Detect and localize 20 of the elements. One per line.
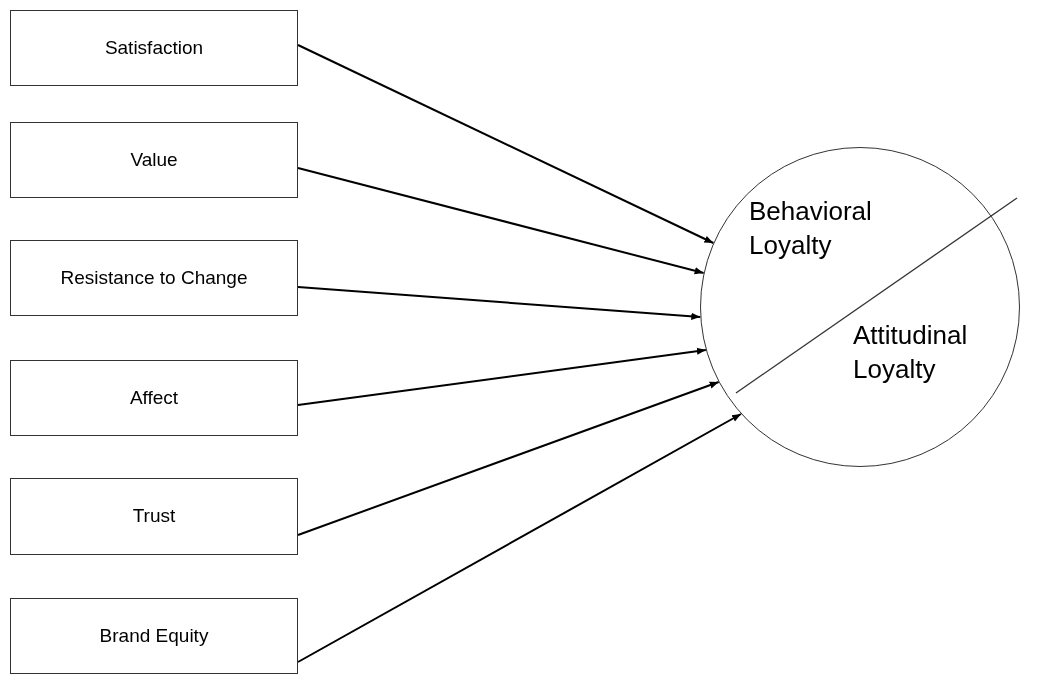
box-label: Satisfaction (104, 35, 204, 60)
arrow (297, 44, 715, 244)
arrow (297, 167, 705, 275)
circle-label: Attitudinal Loyalty (853, 319, 969, 386)
box-label: Trust (132, 504, 176, 529)
box-label: Affect (129, 385, 179, 410)
factor-box (10, 478, 298, 555)
factor-box (10, 122, 298, 198)
arrow (297, 347, 707, 406)
factor-box (10, 598, 298, 674)
arrow (297, 381, 720, 536)
factor-box (10, 240, 298, 316)
arrow (297, 413, 743, 663)
box-label: Value (130, 147, 178, 172)
box-label: Brand Equity (99, 623, 209, 648)
factor-box (10, 10, 298, 86)
circle-label: Behavioral Loyalty (749, 195, 873, 262)
box-label: Resistance to Change (60, 265, 248, 290)
factor-box (10, 360, 298, 436)
arrow (297, 286, 702, 320)
